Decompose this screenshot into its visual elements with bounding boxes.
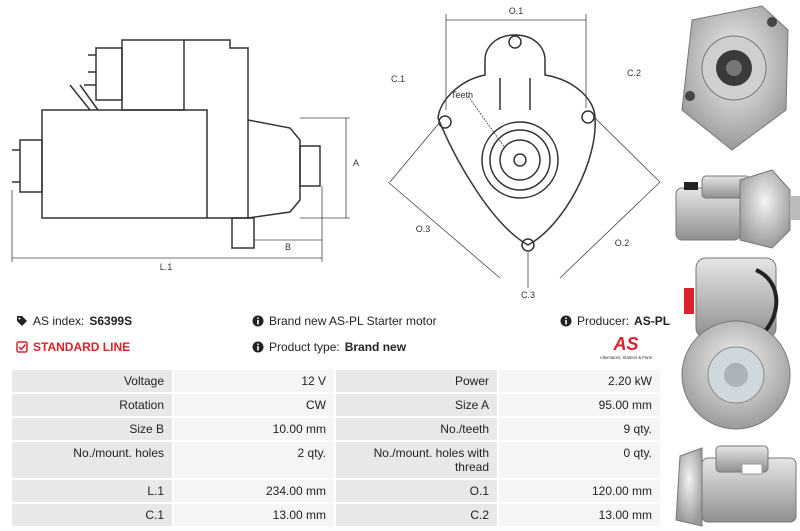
- photo-front-view: [681, 5, 789, 151]
- spec-value: 2 qty.: [172, 440, 336, 480]
- spec-label: Size A: [334, 392, 499, 418]
- spec-label: Size B: [10, 416, 174, 442]
- dim-label-teeth: Teeth: [451, 90, 473, 100]
- spec-label: Voltage: [10, 368, 174, 394]
- dim-label-o2: O.2: [615, 238, 630, 248]
- table-row: C.1 13.00 mm C.2 13.00 mm: [10, 502, 662, 528]
- spec-value: 9 qty.: [497, 416, 662, 442]
- spec-label: Power: [334, 368, 499, 394]
- spec-value: 10.00 mm: [172, 416, 336, 442]
- spec-label: No./teeth: [334, 416, 499, 442]
- spec-value: 12 V: [172, 368, 336, 394]
- product-type-label: Product type:: [269, 340, 340, 354]
- dim-label-a: A: [353, 158, 359, 168]
- check-square-icon: [16, 341, 28, 353]
- technical-drawings: L.1 B A O.1 C.1 C.2 Teeth O.3 O.2 C.3: [11, 6, 661, 300]
- spec-label: Rotation: [10, 392, 174, 418]
- front-view-drawing: [437, 34, 596, 252]
- spec-label: L.1: [10, 478, 174, 504]
- dim-label-b: B: [285, 242, 291, 252]
- dim-label-c1: C.1: [391, 74, 405, 84]
- spec-value: 13.00 mm: [497, 502, 662, 528]
- spec-label: C.1: [10, 502, 174, 528]
- logo-tagline: Alternators, Starters & Parts: [600, 355, 652, 360]
- as-index: AS index: S6399S: [16, 314, 132, 328]
- spec-value: 234.00 mm: [172, 478, 336, 504]
- standard-line: STANDARD LINE: [16, 340, 130, 354]
- description: Brand new AS-PL Starter motor: [252, 314, 437, 328]
- as-pl-logo: AS Alternators, Starters & Parts: [600, 334, 652, 360]
- tag-icon: [17, 316, 27, 326]
- as-index-label: AS index:: [33, 314, 85, 328]
- producer: Producer: AS-PL: [560, 314, 670, 328]
- dim-label-c2: C.2: [627, 68, 641, 78]
- spec-value: 2.20 kW: [497, 368, 662, 394]
- dim-label-o3: O.3: [416, 224, 431, 234]
- spec-label: No./mount. holes: [10, 440, 174, 480]
- product-type: Product type: Brand new: [252, 340, 406, 354]
- spec-label: O.1: [334, 478, 499, 504]
- table-row: Voltage 12 V Power 2.20 kW: [10, 368, 662, 394]
- logo-mark: AS: [612, 334, 638, 354]
- photo-top-view: [675, 445, 797, 527]
- specs-table: Voltage 12 V Power 2.20 kW Rotation CW S…: [10, 368, 662, 528]
- producer-value: AS-PL: [634, 314, 671, 328]
- spec-value: 0 qty.: [497, 440, 662, 480]
- info-icon: [252, 341, 264, 353]
- side-view-drawing: [12, 39, 321, 249]
- table-row: L.1 234.00 mm O.1 120.00 mm: [10, 478, 662, 504]
- spec-value: CW: [172, 392, 336, 418]
- product-info: AS index: S6399S Brand new AS-PL Starter…: [14, 312, 670, 364]
- spec-label: C.2: [334, 502, 499, 528]
- spec-value: 13.00 mm: [172, 502, 336, 528]
- spec-value: 120.00 mm: [497, 478, 662, 504]
- producer-label: Producer:: [577, 314, 630, 328]
- info-icon: [252, 315, 264, 327]
- dim-label-l1: L.1: [160, 262, 173, 272]
- front-view-dimensions: [387, 14, 661, 288]
- description-text: Brand new AS-PL Starter motor: [269, 314, 437, 328]
- side-view-dimensions: [11, 117, 350, 262]
- table-row: No./mount. holes 2 qty. No./mount. holes…: [10, 440, 662, 480]
- info-icon: [560, 315, 572, 327]
- spec-label: No./mount. holes with thread: [334, 440, 499, 480]
- product-photos: [675, 5, 800, 527]
- dim-label-c3: C.3: [521, 290, 535, 300]
- photo-side-view: [675, 169, 800, 249]
- product-type-value: Brand new: [344, 340, 407, 354]
- table-row: Size B 10.00 mm No./teeth 9 qty.: [10, 416, 662, 442]
- dim-label-o1: O.1: [509, 6, 524, 16]
- as-index-value: S6399S: [89, 314, 133, 328]
- photo-rear-view: [681, 257, 791, 430]
- standard-line-text: STANDARD LINE: [33, 340, 131, 354]
- spec-value: 95.00 mm: [497, 392, 662, 418]
- table-row: Rotation CW Size A 95.00 mm: [10, 392, 662, 418]
